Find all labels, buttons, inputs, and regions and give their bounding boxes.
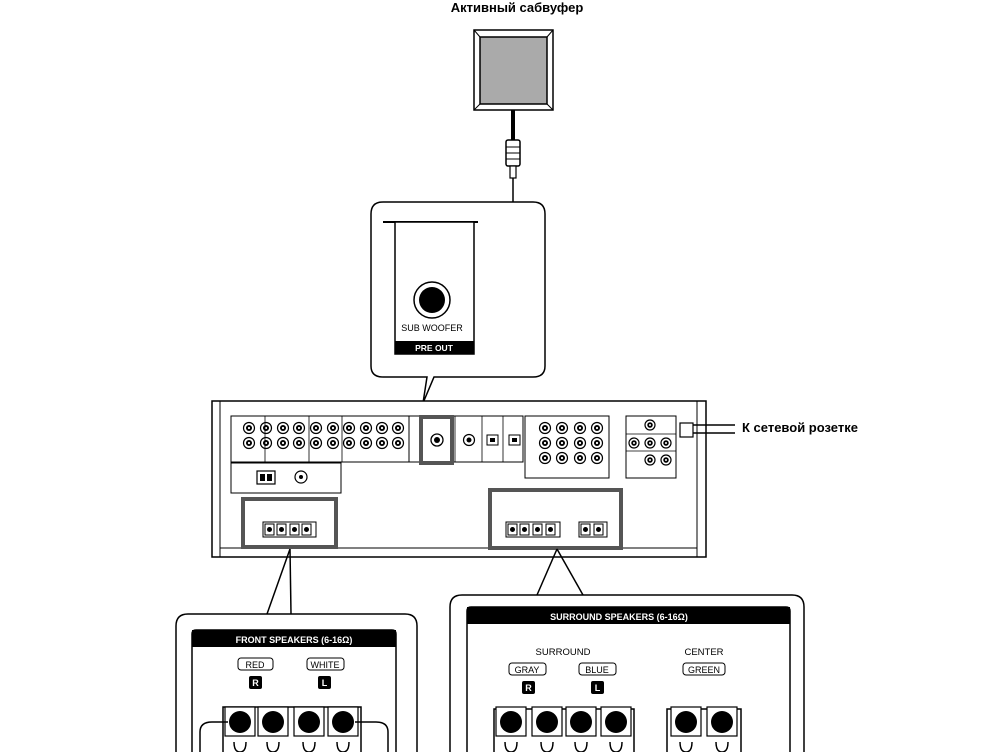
rca-jack-icon xyxy=(375,436,389,450)
subwoofer-jack-label: SUB WOOFER xyxy=(401,323,463,333)
terminal-icon xyxy=(276,523,287,536)
rca-jack-icon xyxy=(538,436,552,450)
speaker-terminals xyxy=(262,521,608,538)
surround-terminals xyxy=(495,706,738,752)
terminal-icon xyxy=(301,523,312,536)
rca-jack-icon xyxy=(292,421,306,435)
center-label: CENTER xyxy=(684,647,723,658)
rca-jack-icon xyxy=(276,436,290,450)
terminal-icon xyxy=(593,523,604,536)
rca-jack-icon xyxy=(391,436,405,450)
rca-jack-icon xyxy=(644,419,656,431)
rca-jack-icon xyxy=(573,436,587,450)
front-left-side: L xyxy=(322,678,328,688)
av-jacks xyxy=(628,419,672,466)
surround-right-side: R xyxy=(525,683,532,693)
center-color-tag: GREEN xyxy=(688,665,720,675)
rca-jack-icon xyxy=(555,421,569,435)
rca-jack-icon xyxy=(644,454,656,466)
surround-right-tag-box xyxy=(508,662,547,676)
rca-jack-icon xyxy=(538,451,552,465)
subwoofer-callout xyxy=(370,201,546,404)
front-left-side-badge xyxy=(318,676,331,689)
rca-jack-icon xyxy=(359,421,373,435)
front-right-side: R xyxy=(252,678,259,688)
rca-jack-icon xyxy=(391,421,405,435)
rca-jack-icon xyxy=(342,421,356,435)
surround-right-color-tag: GRAY xyxy=(515,665,540,675)
front-right-color-tag: RED xyxy=(245,660,265,670)
terminal-icon xyxy=(519,523,530,536)
rca-jack-icon xyxy=(573,421,587,435)
rca-jack-icon xyxy=(590,421,604,435)
speaker-terminal-icon xyxy=(600,706,632,752)
subwoofer-icon xyxy=(473,29,554,111)
speaker-terminal-icon xyxy=(257,706,289,752)
input-jacks xyxy=(242,421,405,450)
terminal-icon xyxy=(545,523,556,536)
rca-jack-icon xyxy=(242,436,256,450)
rca-jack-icon xyxy=(590,451,604,465)
surround-right-side-badge xyxy=(522,681,535,694)
front-speakers-header: FRONT SPEAKERS (6-16Ω) xyxy=(236,635,353,645)
rca-jack-icon xyxy=(326,421,340,435)
surround-group-label: SURROUND xyxy=(536,647,591,658)
speaker-terminal-icon xyxy=(670,706,702,752)
surround-left-side-badge xyxy=(591,681,604,694)
surround-speakers-header: SURROUND SPEAKERS (6-16Ω) xyxy=(550,612,688,622)
rca-jack-icon xyxy=(555,451,569,465)
receiver-rear-panel xyxy=(211,400,735,558)
terminal-icon xyxy=(264,523,275,536)
rca-jack-icon xyxy=(660,454,672,466)
speaker-terminal-icon xyxy=(495,706,527,752)
center-tag-box xyxy=(682,662,726,676)
rca-jack-icon xyxy=(342,436,356,450)
output-jacks xyxy=(538,421,604,465)
rca-jack-icon xyxy=(309,421,323,435)
rca-jack-icon xyxy=(276,421,290,435)
rca-jack-icon xyxy=(242,421,256,435)
subwoofer-title: Активный сабвуфер xyxy=(451,0,584,15)
speaker-terminal-icon xyxy=(327,706,359,752)
surround-speakers-callout xyxy=(449,548,805,752)
rca-jack-icon xyxy=(326,436,340,450)
rca-jack-icon xyxy=(628,437,640,449)
front-terminals xyxy=(199,706,389,752)
speaker-terminal-icon xyxy=(706,706,738,752)
speaker-terminal-icon xyxy=(293,706,325,752)
rca-jack-icon xyxy=(590,436,604,450)
rca-jack-icon xyxy=(309,436,323,450)
front-right-tag-box xyxy=(237,657,274,671)
terminal-icon xyxy=(532,523,543,536)
speaker-terminal-icon xyxy=(531,706,563,752)
speaker-terminal-icon xyxy=(224,706,256,752)
rca-jack-icon xyxy=(359,436,373,450)
front-right-side-badge xyxy=(249,676,262,689)
pre-out-label: PRE OUT xyxy=(415,343,454,353)
rca-jack-icon xyxy=(644,437,656,449)
rca-jack-icon xyxy=(573,451,587,465)
front-left-color-tag: WHITE xyxy=(311,660,340,670)
rca-jack-icon xyxy=(538,421,552,435)
surround-left-tag-box xyxy=(578,662,617,676)
outlet-label: К сетевой розетке xyxy=(742,420,858,435)
front-speakers-callout xyxy=(175,548,418,752)
terminal-icon xyxy=(580,523,591,536)
rca-jack-icon xyxy=(660,437,672,449)
front-left-tag-box xyxy=(306,657,345,671)
rca-jack-icon xyxy=(375,421,389,435)
surround-left-side: L xyxy=(595,683,601,693)
terminal-icon xyxy=(507,523,518,536)
rca-jack-icon xyxy=(292,436,306,450)
speaker-terminal-icon xyxy=(565,706,597,752)
rca-jack-icon xyxy=(555,436,569,450)
surround-left-color-tag: BLUE xyxy=(585,665,609,675)
terminal-icon xyxy=(289,523,300,536)
rca-jack-icon xyxy=(259,436,273,450)
rca-jack-icon xyxy=(259,421,273,435)
